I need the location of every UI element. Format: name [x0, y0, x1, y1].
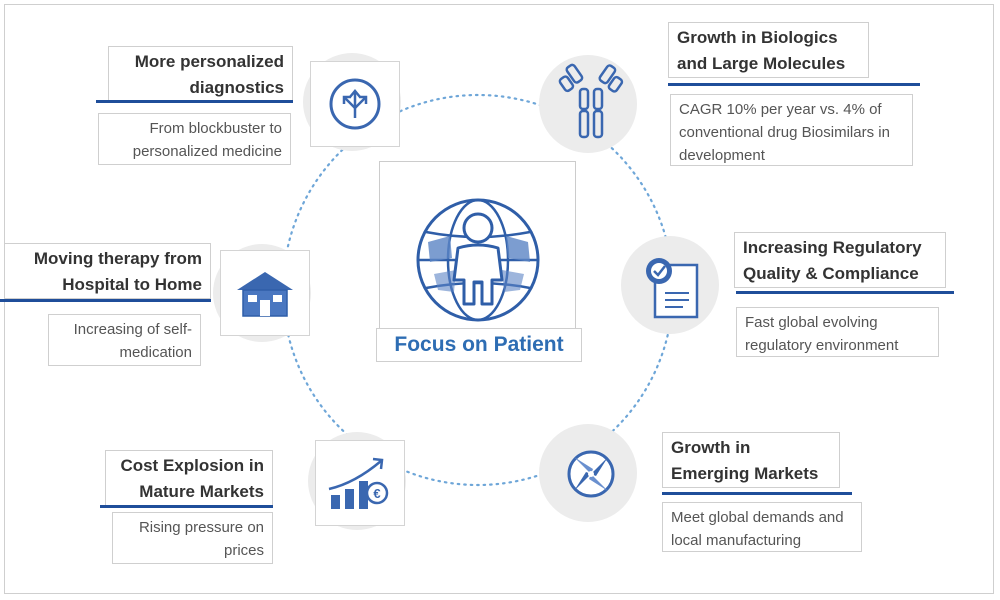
item-title: More personalized diagnostics	[108, 46, 293, 102]
regulatory-icon-box	[628, 244, 718, 330]
diagnostics-icon-box	[310, 61, 400, 147]
svg-text:€: €	[373, 486, 380, 501]
item-description: Rising pressure on prices	[112, 512, 273, 564]
title-underline	[96, 100, 293, 103]
title-underline	[0, 299, 211, 302]
item-description: Fast global evolving regulatory environm…	[736, 307, 939, 357]
home-icon-box	[220, 250, 310, 336]
item-title: Growth in Emerging Markets	[662, 432, 840, 488]
compass-icon	[556, 439, 626, 509]
item-title: Moving therapy from Hospital to Home	[4, 243, 211, 299]
biologics-icon-box	[546, 62, 636, 148]
title-underline	[100, 505, 273, 508]
title-underline	[668, 83, 920, 86]
split-arrows-icon	[325, 74, 385, 134]
item-description: CAGR 10% per year vs. 4% of conventional…	[670, 94, 913, 166]
item-description: Increasing of self-medication	[48, 314, 201, 366]
growth-chart-euro-icon: €	[325, 453, 395, 513]
antibody-icon	[556, 63, 626, 147]
item-description: From blockbuster to personalized medicin…	[98, 113, 291, 165]
cost-icon-box: €	[315, 440, 405, 526]
house-icon	[233, 268, 297, 318]
certificate-icon	[641, 251, 705, 323]
title-underline	[662, 492, 852, 495]
item-description: Meet global demands and local manufactur…	[662, 502, 862, 552]
item-title: Increasing Regulatory Quality & Complian…	[734, 232, 946, 288]
item-title: Cost Explosion in Mature Markets	[105, 450, 273, 506]
emerging-icon-box	[546, 431, 636, 517]
center-label: Focus on Patient	[376, 328, 582, 362]
title-underline	[736, 291, 954, 294]
item-title: Growth in Biologics and Large Molecules	[668, 22, 869, 78]
